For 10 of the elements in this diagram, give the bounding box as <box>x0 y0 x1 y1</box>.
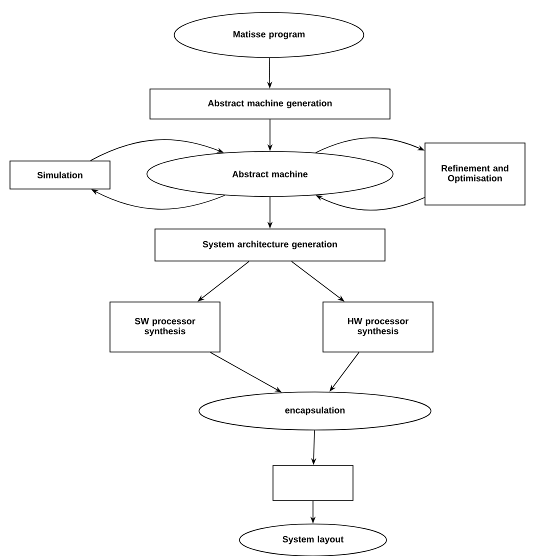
ellipse-node: Matisse program <box>174 12 364 58</box>
process-box: SW processor synthesis <box>110 302 220 352</box>
process-box: Refinement and Optimisation <box>424 142 526 206</box>
process-box: System architecture generation <box>154 228 386 262</box>
ellipse-node: encapsulation <box>198 392 432 430</box>
process-box <box>272 465 354 501</box>
process-box: Abstract machine generation <box>150 88 390 120</box>
ellipse-node: Abstract machine <box>146 151 394 197</box>
process-box: Simulation <box>10 160 110 190</box>
process-box: HW processor synthesis <box>322 302 434 352</box>
